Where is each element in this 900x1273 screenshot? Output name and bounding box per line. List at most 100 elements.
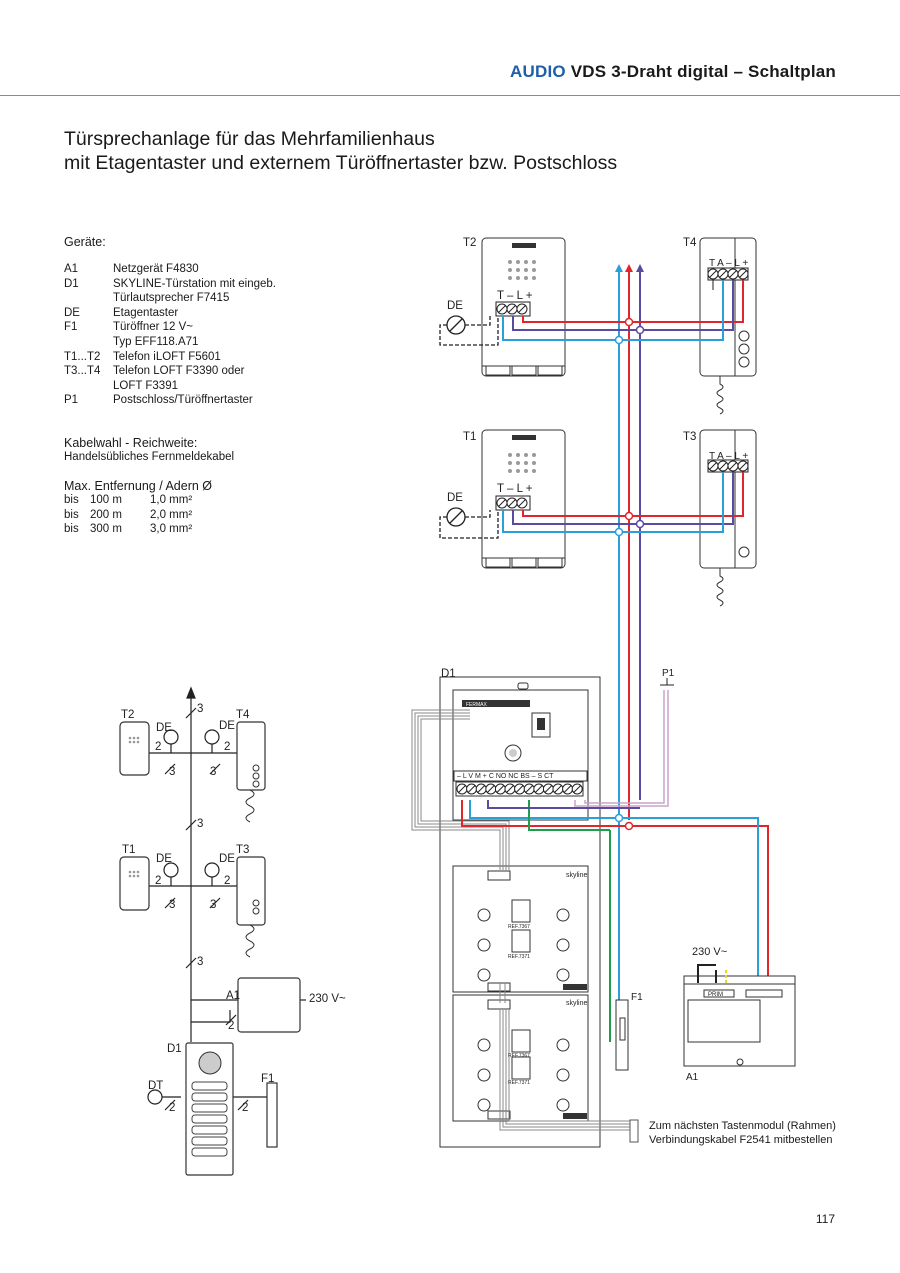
label-ref2-b: REF.7371 bbox=[508, 1080, 530, 1086]
title-line-1: Türsprechanlage für das Mehrfamilienhaus bbox=[64, 128, 435, 150]
distance-area: 1,0 mm² bbox=[150, 494, 193, 506]
riser-n2-1: 2 bbox=[155, 741, 161, 753]
legend-desc: Telefon iLOFT F5601 bbox=[113, 350, 221, 363]
legend-code: D1 bbox=[64, 277, 79, 290]
legend-desc: Netzgerät F4830 bbox=[113, 263, 199, 275]
riser-n2-3: 2 bbox=[155, 875, 161, 887]
legend-desc: Telefon LOFT F3390 oder bbox=[113, 365, 245, 378]
label-ref2-a: REF.7371 bbox=[508, 954, 530, 960]
distance-bis: bis bbox=[64, 523, 79, 536]
t1-phone bbox=[481, 429, 566, 569]
label-brand: FERMAX bbox=[466, 702, 488, 708]
label-f1-left: F1 bbox=[261, 1073, 274, 1085]
t3-phone bbox=[699, 429, 757, 607]
distance-length: 100 m bbox=[90, 494, 122, 506]
page-number: 117 bbox=[815, 1212, 835, 1226]
legend-code: A1 bbox=[64, 263, 79, 275]
t4-phone bbox=[699, 237, 757, 415]
legend-desc: Typ EFF118.A71 bbox=[113, 336, 199, 348]
distance-bis: bis bbox=[64, 508, 79, 521]
devices-heading: Geräte: bbox=[64, 235, 106, 249]
label-module-2: skyline bbox=[566, 1000, 588, 1007]
footnote-line-1: Zum nächsten Tastenmodul (Rahmen) bbox=[649, 1120, 836, 1132]
label-de-2: DE bbox=[447, 492, 463, 504]
de-upper bbox=[439, 315, 499, 346]
label-t1-upper: T1 bbox=[463, 431, 476, 443]
cable-heading: Kabelwahl - Reichweite: bbox=[64, 436, 198, 450]
label-d1-terminals: – L V M + C NO NC BS – S CT bbox=[457, 773, 554, 780]
header-rest: VDS 3-Draht digital – Schaltplan bbox=[570, 62, 836, 81]
distance-heading: Max. Entfernung / Adern Ø bbox=[64, 479, 212, 493]
label-p1: P1 bbox=[662, 668, 675, 679]
legend-desc: Türöffner 12 V~ bbox=[113, 321, 194, 334]
label-d1-left: D1 bbox=[167, 1043, 182, 1055]
label-t4-left: T4 bbox=[236, 709, 250, 721]
legend-code: DE bbox=[64, 306, 80, 319]
riser-schematic bbox=[147, 686, 306, 1111]
label-voltage-main: 230 V~ bbox=[692, 946, 727, 958]
riser-n3-1: 3 bbox=[197, 703, 203, 715]
riser-n3-6: 3 bbox=[210, 899, 216, 911]
header-accent: AUDIO bbox=[510, 62, 566, 81]
distance-area: 2,0 mm² bbox=[150, 508, 193, 521]
label-t3-upper: T3 bbox=[683, 431, 696, 443]
riser-n2-6: 2 bbox=[169, 1102, 175, 1114]
legend-desc: Postschloss/Türöffnertaster bbox=[113, 394, 253, 407]
label-terminals-iloft-2: T – L + bbox=[497, 483, 533, 495]
label-t4-upper: T4 bbox=[683, 237, 697, 249]
riser-n3-7: 3 bbox=[197, 956, 203, 968]
legend-code: P1 bbox=[64, 394, 79, 407]
legend-desc: SKYLINE-Türstation mit eingeb. bbox=[113, 277, 276, 290]
footnote: Zum nächsten Tastenmodul (Rahmen) Verbin… bbox=[649, 1119, 836, 1147]
label-terminals-loft-1: T A – L + bbox=[709, 258, 748, 269]
label-de-left-2: DE bbox=[219, 720, 235, 732]
page-header: AUDIO VDS 3-Draht digital – Schaltplan bbox=[0, 0, 900, 96]
label-dt: DT bbox=[148, 1080, 163, 1092]
riser-n3-2: 3 bbox=[169, 766, 175, 778]
title-line-2: mit Etagentaster und externem Türöffnert… bbox=[64, 152, 618, 174]
riser-n2-7: 2 bbox=[242, 1102, 248, 1114]
legend-desc: Türlautsprecher F7415 bbox=[113, 292, 230, 305]
riser-n2-5: 2 bbox=[228, 1020, 234, 1032]
label-t2-upper: T2 bbox=[463, 237, 476, 249]
distance-length: 300 m bbox=[90, 523, 122, 536]
legend-desc: Etagentaster bbox=[113, 306, 179, 319]
label-psu-name: PRIM bbox=[708, 992, 723, 998]
label-de-left-3: DE bbox=[156, 853, 172, 865]
legend-code: T3...T4 bbox=[64, 365, 101, 378]
distance-bis: bis bbox=[64, 494, 79, 506]
label-t3-left: T3 bbox=[236, 844, 249, 856]
label-a1-left: A1 bbox=[226, 990, 240, 1002]
label-de-1: DE bbox=[447, 300, 463, 312]
riser-n2-2: 2 bbox=[224, 741, 230, 753]
legend-desc: LOFT F3391 bbox=[113, 379, 178, 392]
riser-n3-5: 3 bbox=[169, 899, 175, 911]
legend-code: F1 bbox=[64, 321, 78, 334]
riser-n3-4: 3 bbox=[197, 818, 203, 830]
legend-code: T1...T2 bbox=[64, 350, 101, 363]
riser-n2-4: 2 bbox=[224, 875, 230, 887]
label-ref1-b: REF.7367 bbox=[508, 1053, 530, 1059]
header-title: AUDIO VDS 3-Draht digital – Schaltplan bbox=[510, 62, 836, 82]
label-a1-main: A1 bbox=[686, 1072, 699, 1083]
de-lower bbox=[439, 507, 499, 539]
label-de-left-1: DE bbox=[156, 722, 172, 734]
label-d1-main: D1 bbox=[441, 668, 456, 680]
page-title: Türsprechanlage für das Mehrfamilienhaus… bbox=[64, 127, 617, 175]
t2-phone bbox=[481, 237, 566, 377]
riser-n3-3: 3 bbox=[210, 766, 216, 778]
d1-door-station bbox=[439, 676, 601, 1148]
label-ref1-a: REF.7367 bbox=[508, 924, 530, 930]
a1-power-supply bbox=[683, 964, 796, 1067]
label-terminals-loft-2: T A – L + bbox=[709, 451, 748, 462]
label-t1-left: T1 bbox=[122, 844, 135, 856]
label-voltage-left: 230 V~ bbox=[309, 993, 346, 1005]
label-de-left-4: DE bbox=[219, 853, 235, 865]
cable-type: Handelsübliches Fernmeldekabel bbox=[64, 451, 235, 463]
label-t2-left: T2 bbox=[121, 709, 134, 721]
label-terminals-iloft-1: T – L + bbox=[497, 290, 533, 302]
distance-length: 200 m bbox=[90, 508, 122, 521]
label-f1-main: F1 bbox=[631, 992, 643, 1003]
distance-area: 3,0 mm² bbox=[150, 523, 193, 536]
